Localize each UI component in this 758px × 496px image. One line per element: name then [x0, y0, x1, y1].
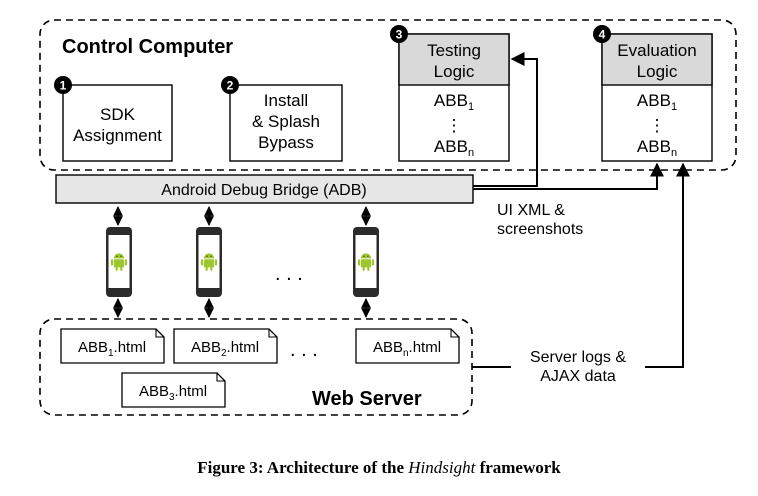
ui-xml-label-line2: screenshots [497, 221, 583, 238]
install-splash-box: 2 Install & Splash Bypass [221, 76, 343, 162]
adb-to-evaluation-arrow [473, 162, 664, 190]
ui-xml-label-line1: UI XML & [497, 202, 565, 219]
step-2-number: 2 [227, 79, 234, 93]
evaluation-header [601, 33, 713, 86]
file-abb1-html: ABB1.html [60, 328, 165, 364]
install-label-line1: Install [264, 91, 308, 110]
testing-abb-vdots: ⋮ [446, 116, 463, 135]
phone-2 [196, 206, 222, 318]
step-3-badge [390, 25, 408, 43]
evaluation-abb-last: ABBn [637, 137, 677, 159]
file-abbn-label: ABBn.html [373, 339, 441, 359]
evaluation-abb-first: ABB1 [637, 91, 677, 113]
sdk-label-line1: SDK [100, 105, 136, 124]
install-label-line2: & Splash [252, 112, 320, 131]
file-abbn-html: ABBn.html [355, 328, 460, 364]
evaluation-label-line1: Evaluation [617, 41, 696, 60]
testing-abb-first: ABB1 [434, 91, 474, 113]
evaluation-abb-vdots: ⋮ [649, 116, 666, 135]
file-abb2-label: ABB2.html [191, 339, 259, 359]
adb-bar: Android Debug Bridge (ADB) [55, 174, 474, 204]
control-computer-title: Control Computer [62, 36, 233, 58]
phones-ellipsis: . . . [275, 263, 303, 285]
sdk-box-outline [62, 84, 173, 162]
testing-header [398, 33, 510, 86]
file-abb3-label: ABB3.html [139, 383, 207, 403]
server-logs-to-evaluation-arrow [645, 162, 690, 368]
server-logs-label-line2: AJAX data [540, 368, 616, 385]
testing-abb-last: ABBn [434, 137, 474, 159]
install-box-outline [229, 84, 343, 162]
evaluation-logic-box: 4 Evaluation Logic ABB1 ⋮ ABBn [593, 25, 713, 162]
testing-label-line1: Testing [427, 41, 481, 60]
file-abb2-html: ABB2.html [173, 328, 278, 364]
step-1-badge [54, 76, 72, 94]
step-4-badge [593, 25, 611, 43]
testing-logic-box: 3 Testing Logic ABB1 ⋮ ABBn [390, 25, 510, 162]
adb-label: Android Debug Bridge (ADB) [161, 182, 366, 199]
step-3-number: 3 [396, 28, 403, 42]
evaluation-label-line2: Logic [637, 62, 678, 81]
step-1-number: 1 [60, 79, 67, 93]
sdk-label-line2: Assignment [73, 126, 162, 145]
web-server-title: Web Server [312, 388, 422, 410]
step-4-number: 4 [599, 28, 606, 42]
figure-caption: Figure 3: Architecture of the Hindsight … [197, 458, 561, 477]
file-abb3-html: ABB3.html [121, 372, 226, 408]
server-logs-label-line1: Server logs & [530, 349, 626, 366]
control-computer-border [39, 19, 737, 171]
files-ellipsis: . . . [290, 339, 318, 361]
adb-to-testing-arrow [473, 52, 538, 187]
testing-label-line2: Logic [434, 62, 475, 81]
control-computer-group: Control Computer [39, 19, 737, 171]
file-abb1-label: ABB1.html [78, 339, 146, 359]
phone-1 [106, 206, 132, 318]
web-server-group: Web Server ABB1.html ABB2.html . . . ABB… [39, 318, 473, 416]
install-label-line3: Bypass [258, 133, 314, 152]
phone-n [353, 206, 379, 318]
step-2-badge [221, 76, 239, 94]
sdk-assignment-box: 1 SDK Assignment [54, 76, 173, 162]
